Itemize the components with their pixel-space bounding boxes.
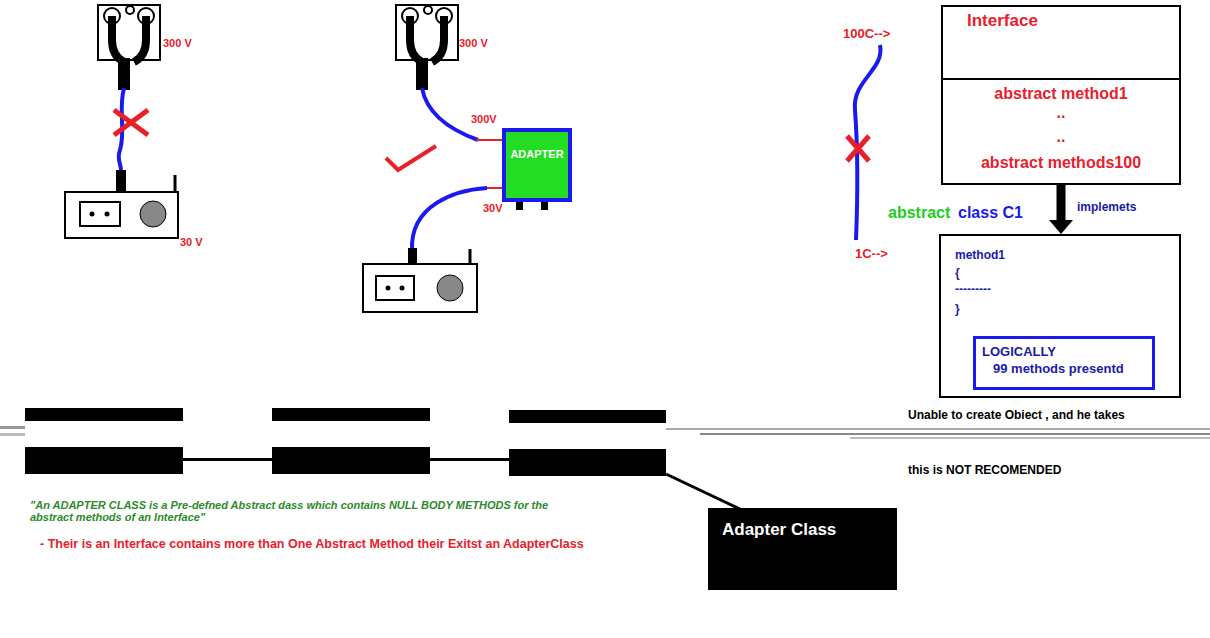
box-heading: Interface [967,11,1038,31]
ellipsis-text: .. [1057,128,1066,146]
note-heading: LOGICALLY [982,344,1056,359]
wall-socket [396,5,458,60]
device-dot [90,212,95,217]
radio-device [363,264,477,312]
cross-mark [847,136,869,161]
wall-socket [98,5,160,60]
socket-hole [424,6,432,14]
cable [422,88,478,140]
adapter-text: ADAPTER [510,148,563,160]
noise-stripe [0,433,25,436]
remark-text: - Their is an Interface contains more th… [40,537,584,551]
voltage-label: 300V [471,113,497,125]
arrow-head [1049,220,1073,234]
methods-compartment: abstract method1.... abstract methods100 [943,78,1179,183]
ellipsis-text: .. [1057,104,1066,122]
device-panel [80,202,120,226]
antenna [174,175,177,192]
note-text: this is NOT RECOMENDED [908,463,1061,477]
noise-stripe [850,437,1210,439]
plug [410,16,444,62]
plug [112,16,146,62]
interface-box: Interfaceabstract method1....abstract me… [941,5,1181,185]
plug [118,58,130,90]
cross-mark [847,136,869,161]
speaker [437,275,463,301]
join-line [183,458,509,461]
class-heading: abstract [888,204,950,222]
adapter-lead [486,187,502,189]
note-box: LOGICALLY 99 methods presentd [973,336,1155,390]
speaker [140,201,166,227]
cable-label: 100C--> [843,26,890,41]
code-text: --------- [955,282,991,296]
black-block [25,408,183,474]
definition-text: "An ADAPTER CLASS is a Pre-defned Abstra… [30,499,582,523]
radio-device [65,192,178,238]
check-mark [386,146,436,170]
adapter-lead [476,139,502,141]
noise-stripe [0,426,25,429]
antenna [469,249,472,264]
code-text: method1 [955,248,1005,262]
voltage-label: 300 V [459,37,488,49]
noise-stripe [666,428,1210,430]
cross-mark [114,110,148,135]
cable [412,188,487,250]
cross-mark [114,110,148,135]
device-dot [400,286,405,291]
edge-label: implemets [1077,200,1136,214]
black-block [272,408,430,474]
voltage-label: 300 V [163,37,192,49]
code-text: } [955,302,960,316]
connector [116,170,126,192]
note-text: 99 methods presentd [993,361,1124,376]
glitch-gap [509,423,666,449]
device-panel [376,276,414,300]
class-heading: class C1 [958,204,1023,222]
box-heading: Adapter Class [722,520,836,540]
leader-line [666,474,742,510]
device-dot [105,212,110,217]
adapter-class-box: Adapter Class [708,508,897,590]
method-text: abstract methods100 [981,154,1141,172]
arrow-shaft [1057,183,1066,222]
method-text: abstract method1 [994,85,1127,103]
glitch-gap [25,421,183,447]
class-box: abstractclass C1method1{---------}LOGICA… [939,234,1181,398]
device-dot [386,286,391,291]
code-text: { [955,266,960,280]
voltage-label: 30 V [180,236,203,248]
black-block [509,410,666,476]
noise-stripe [700,433,1210,435]
cable-label: 1C--> [855,246,888,261]
cable [855,45,881,240]
voltage-label: 30V [483,202,503,214]
connector [408,248,417,264]
glitch-gap [272,421,430,447]
socket-hole [126,6,134,14]
plug [416,58,428,90]
implements-arrow [1049,183,1073,234]
adapter-box: ADAPTER [502,128,572,202]
note-text: Unable to create Obiect , and he takes [908,408,1125,422]
